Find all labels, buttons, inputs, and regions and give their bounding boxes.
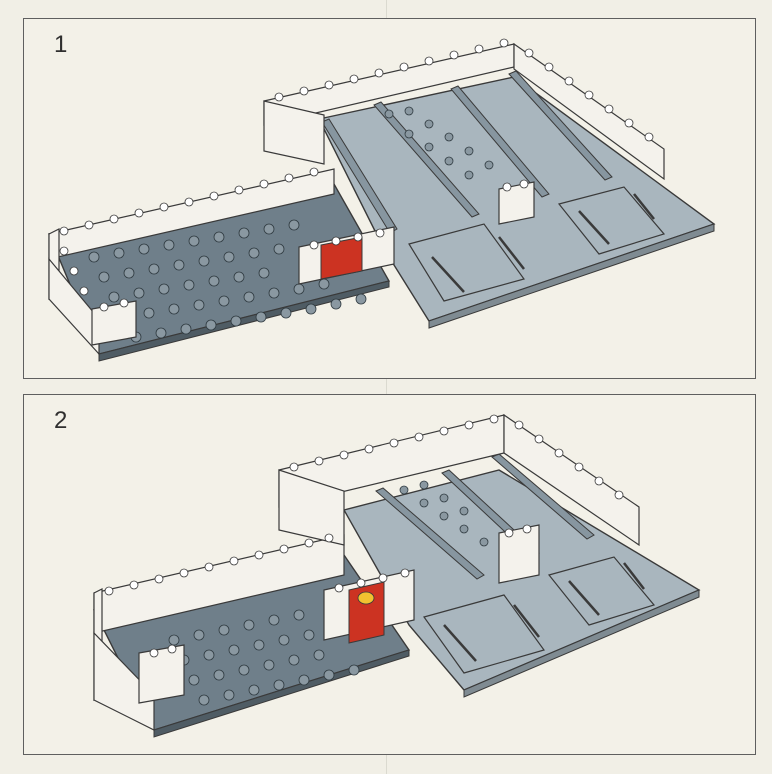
white-walls xyxy=(48,42,665,356)
step-number: 1 xyxy=(54,31,68,58)
sign-block xyxy=(334,568,410,644)
road-marks xyxy=(408,186,666,302)
step-2-panel: 2 xyxy=(23,394,756,755)
baseplate-studs xyxy=(88,106,494,343)
sign-block xyxy=(298,226,395,285)
step-number: 2 xyxy=(54,407,68,434)
page-fold-line xyxy=(386,0,387,774)
road-marks xyxy=(423,556,656,674)
white-walls xyxy=(93,413,640,731)
shell-logo-icon xyxy=(357,591,375,605)
ramp-rails xyxy=(321,70,613,234)
baseplate-studs xyxy=(168,480,489,706)
wall-studs xyxy=(59,38,654,312)
garage-illustration-step-2 xyxy=(92,413,701,738)
garage-illustration-step-1 xyxy=(48,38,716,362)
wall-studs xyxy=(104,414,624,658)
step-1-panel: 1 xyxy=(23,18,756,379)
